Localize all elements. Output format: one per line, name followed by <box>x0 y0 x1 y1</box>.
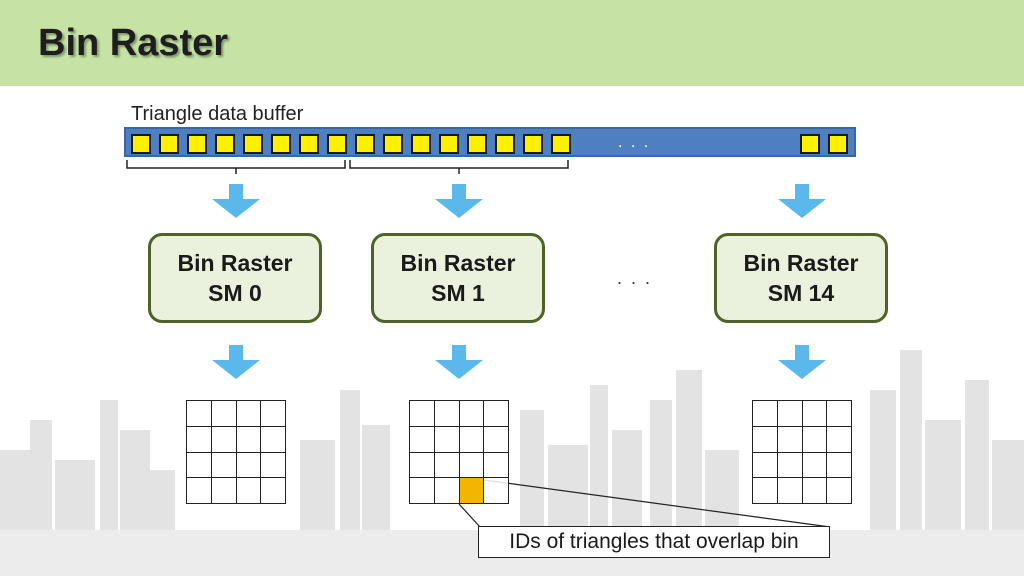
bin-cell <box>187 426 212 453</box>
buffer-cell <box>383 134 403 154</box>
bin-cell <box>753 426 778 453</box>
buffer-cell <box>159 134 179 154</box>
bin-grid-sm0 <box>186 400 286 504</box>
bin-cell <box>261 478 286 504</box>
bin-cell <box>777 426 803 453</box>
buffer-cell <box>551 134 571 154</box>
sm-box-14: Bin Raster SM 14 <box>714 233 888 323</box>
bin-cell <box>236 452 262 479</box>
bin-cell <box>434 478 460 504</box>
bin-cell <box>777 452 803 479</box>
bracket-0 <box>126 160 346 169</box>
buffer-cell <box>131 134 151 154</box>
buffer-cell <box>215 134 235 154</box>
down-arrow-icon <box>212 184 260 218</box>
down-arrow-icon <box>778 184 826 218</box>
bin-cell <box>410 426 435 453</box>
highlighted-bin-cell <box>459 478 485 504</box>
bin-cell <box>211 426 237 453</box>
bin-cell <box>777 401 803 427</box>
buffer-cell <box>355 134 375 154</box>
bin-cell <box>802 401 828 427</box>
sm-box-title: Bin Raster <box>743 250 859 276</box>
bin-cell <box>827 401 852 427</box>
bin-cell <box>777 478 803 504</box>
callout-line <box>483 479 831 528</box>
buffer-cell <box>523 134 543 154</box>
bin-cell <box>236 401 262 427</box>
bin-cell <box>459 426 485 453</box>
callout-box: IDs of triangles that overlap bin <box>478 526 830 558</box>
bin-cell <box>261 452 286 479</box>
bin-cell <box>434 401 460 427</box>
bin-cell <box>261 401 286 427</box>
sm-box-title: Bin Raster <box>177 250 293 276</box>
bracket-1 <box>349 160 569 169</box>
sm-box-id: SM 0 <box>208 280 262 306</box>
bin-cell <box>802 426 828 453</box>
buffer-cell <box>495 134 515 154</box>
bin-grid-sm14 <box>752 400 852 504</box>
buffer-label: Triangle data buffer <box>131 103 304 125</box>
buffer-cell <box>299 134 319 154</box>
sm-ellipsis: . . . <box>617 268 653 288</box>
bin-cell <box>236 426 262 453</box>
bin-cell <box>211 452 237 479</box>
title-bar: Bin Raster <box>0 0 1024 86</box>
bin-cell <box>187 478 212 504</box>
bin-cell <box>211 401 237 427</box>
bin-cell <box>484 478 509 504</box>
buffer-cell <box>243 134 263 154</box>
bin-cell <box>484 452 509 479</box>
triangle-data-buffer <box>124 127 856 157</box>
bin-cell <box>459 452 485 479</box>
bin-cell <box>410 452 435 479</box>
bin-cell <box>187 401 212 427</box>
buffer-ellipsis: . . . <box>618 134 651 151</box>
bin-cell <box>434 426 460 453</box>
bin-cell <box>827 426 852 453</box>
bin-cell <box>459 401 485 427</box>
down-arrow-icon <box>435 184 483 218</box>
bin-cell <box>827 452 852 479</box>
down-arrow-icon <box>212 345 260 379</box>
bin-cell <box>827 478 852 504</box>
bin-cell <box>802 452 828 479</box>
bin-cell <box>187 452 212 479</box>
bin-cell <box>211 478 237 504</box>
bin-cell <box>410 478 435 504</box>
buffer-cell <box>467 134 487 154</box>
buffer-cell <box>439 134 459 154</box>
sm-box-title: Bin Raster <box>400 250 516 276</box>
sm-box-1: Bin Raster SM 1 <box>371 233 545 323</box>
sm-box-id: SM 1 <box>431 280 485 306</box>
buffer-cell <box>800 134 820 154</box>
bin-cell <box>753 401 778 427</box>
bin-cell <box>236 478 262 504</box>
bin-cell <box>484 426 509 453</box>
bin-cell <box>753 452 778 479</box>
buffer-cell <box>271 134 291 154</box>
buffer-cell <box>828 134 848 154</box>
bin-cell <box>261 426 286 453</box>
down-arrow-icon <box>778 345 826 379</box>
sm-box-id: SM 14 <box>767 280 835 306</box>
bin-cell <box>802 478 828 504</box>
page-title: Bin Raster <box>38 22 229 64</box>
bin-cell <box>484 401 509 427</box>
callout-line <box>458 503 481 528</box>
buffer-cell <box>411 134 431 154</box>
bin-cell <box>753 478 778 504</box>
buffer-cell <box>187 134 207 154</box>
down-arrow-icon <box>435 345 483 379</box>
sm-box-0: Bin Raster SM 0 <box>148 233 322 323</box>
bin-cell <box>410 401 435 427</box>
bin-cell <box>434 452 460 479</box>
buffer-cell <box>327 134 347 154</box>
bin-grid-sm1 <box>409 400 509 504</box>
